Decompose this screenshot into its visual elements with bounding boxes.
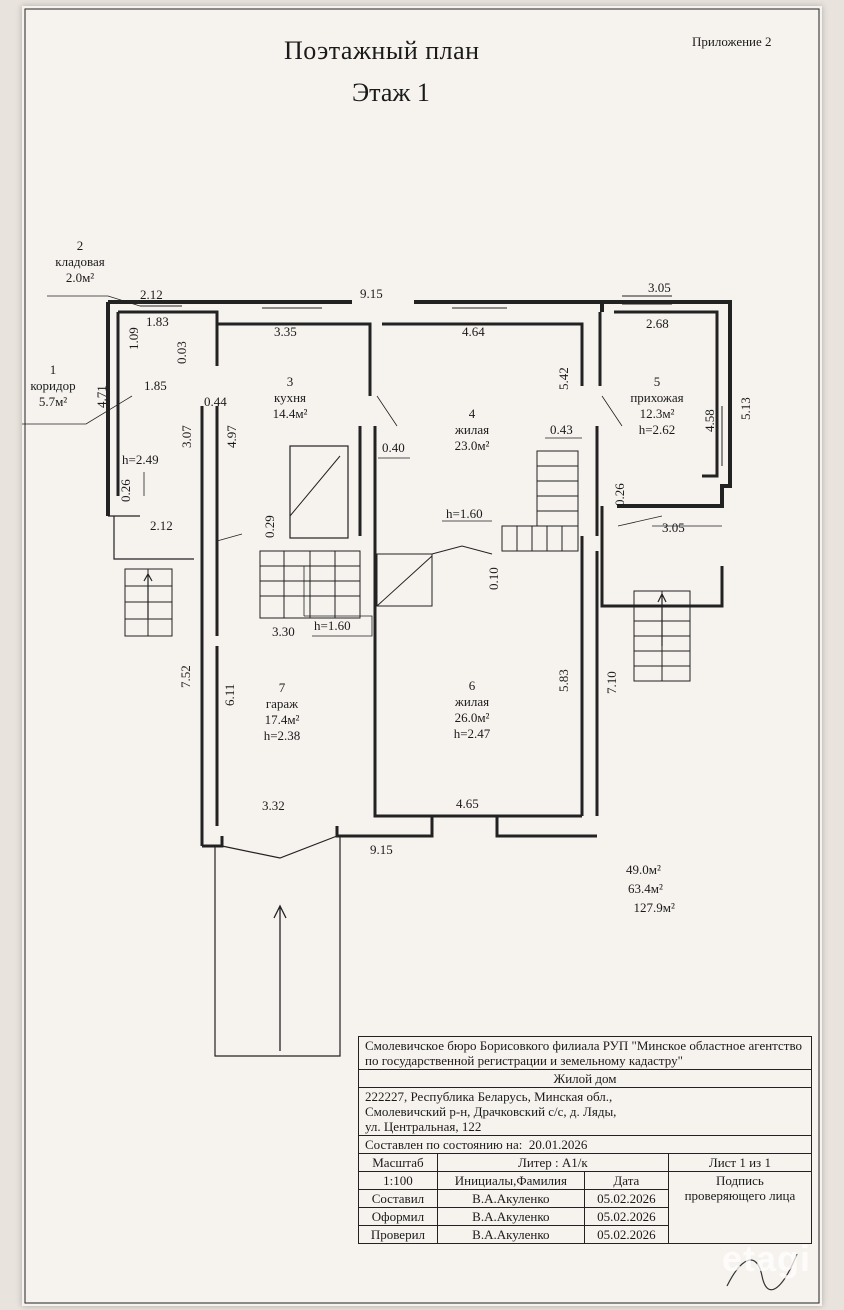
total-useful: 63.4м²: [628, 881, 663, 896]
dim-2-68: 2.68: [646, 316, 669, 331]
dim-3-30: 3.30: [272, 624, 295, 639]
dim-h-2-49: h=2.49: [122, 452, 159, 467]
dim-3-05-top: 3.05: [648, 280, 671, 295]
appendix-label: Приложение 2: [692, 34, 772, 49]
stamp-liter: Литер : А1/к: [436, 1153, 669, 1172]
dim-4-97: 4.97: [224, 425, 239, 448]
dim-6-11: 6.11: [222, 683, 237, 706]
stamp-address: 222227, Республика Беларусь, Минская обл…: [358, 1087, 812, 1136]
stamp-col-sign: Подпись проверяющего лица: [667, 1171, 813, 1244]
stamp-state: Составлен по состоянию на: 20.01.2026: [358, 1135, 812, 1154]
dim-1-85: 1.85: [144, 378, 167, 393]
dim-0-26-right: 0.26: [612, 483, 627, 506]
stamp-row: Проверил В.А.Акуленко 05.02.2026: [358, 1225, 812, 1244]
dim-4-58: 4.58: [702, 409, 717, 432]
dim-5-13: 5.13: [738, 397, 753, 420]
dim-3-05-low: 3.05: [662, 520, 685, 535]
stamp-sheet: Лист 1 из 1: [667, 1153, 813, 1172]
dim-1-09: 1.09: [126, 327, 141, 350]
dim-4-65: 4.65: [456, 796, 479, 811]
dim-2-12-low: 2.12: [150, 518, 173, 533]
floor-plan: [22, 8, 820, 1304]
dim-3-32: 3.32: [262, 798, 285, 813]
stamp-row: Оформил В.А.Акуленко 05.02.2026: [358, 1207, 812, 1226]
page-title: Поэтажный план: [284, 36, 480, 65]
dim-0-43: 0.43: [550, 422, 573, 437]
dim-5-83: 5.83: [556, 669, 571, 692]
dim-h-1-60-mid: h=1.60: [446, 506, 483, 521]
total-general: 127.9м²: [633, 900, 675, 915]
document-sheet: Поэтажный план Этаж 1 Приложение 2: [22, 6, 822, 1306]
dim-0-26-left: 0.26: [118, 479, 133, 502]
dim-3-35: 3.35: [274, 324, 297, 339]
dim-0-03: 0.03: [174, 341, 189, 364]
stamp-object: Жилой дом: [358, 1069, 812, 1088]
floor-title: Этаж 1: [352, 78, 430, 107]
dim-bottom-total: 9.15: [370, 842, 393, 857]
dim-top-total: 9.15: [360, 286, 383, 301]
stamp-col-date: Дата: [583, 1171, 669, 1190]
stamp-col-name: Инициалы,Фамилия: [436, 1171, 585, 1190]
dim-0-44: 0.44: [204, 394, 227, 409]
title-block: Смолевичское бюро Борисовкого филиала РУ…: [358, 1036, 813, 1294]
area-totals: 49.0м² 63.4м² 127.9м²: [626, 860, 675, 917]
stamp-org: Смолевичское бюро Борисовкого филиала РУ…: [358, 1036, 812, 1070]
dim-4-71: 4.71: [94, 385, 109, 408]
stamp-scale-value: 1:100: [358, 1171, 438, 1190]
stamp-row: Составил В.А.Акуленко 05.02.2026: [358, 1189, 812, 1208]
dim-4-64: 4.64: [462, 324, 485, 339]
dim-h-1-60-low: h=1.60: [314, 618, 351, 633]
dim-2-12-top: 2.12: [140, 287, 163, 302]
dim-0-10: 0.10: [486, 567, 501, 590]
watermark: etagi: [722, 1238, 812, 1279]
dim-5-42: 5.42: [556, 367, 571, 390]
dim-0-40: 0.40: [382, 440, 405, 455]
dim-0-29: 0.29: [262, 515, 277, 538]
total-living: 49.0м²: [626, 862, 661, 877]
dim-1-83: 1.83: [146, 314, 169, 329]
dim-7-52: 7.52: [178, 665, 193, 688]
dim-3-07: 3.07: [179, 425, 194, 448]
dim-7-10: 7.10: [604, 671, 619, 694]
signature-mark: [726, 1253, 798, 1291]
stamp-scale-label: Масштаб: [358, 1153, 438, 1172]
